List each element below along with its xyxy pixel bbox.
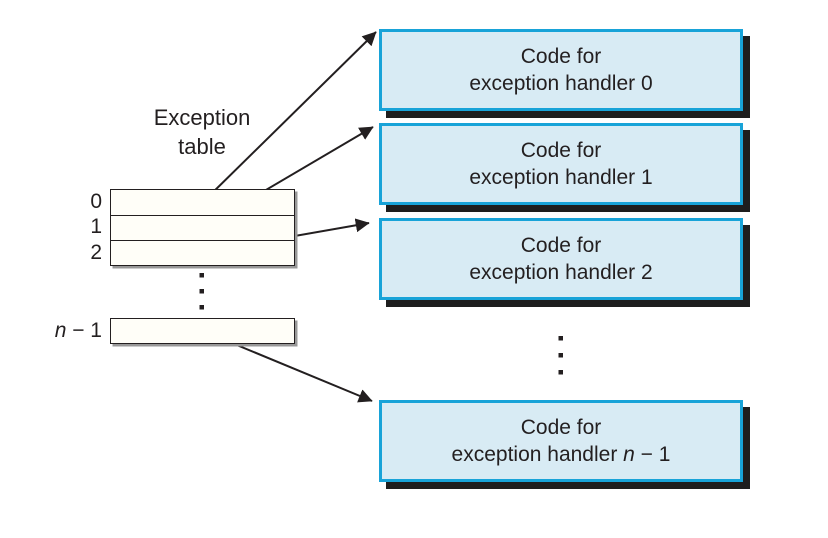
- table-entry-row-n-minus-1: [110, 318, 295, 344]
- row-label-suffix: − 1: [66, 319, 102, 342]
- exception-table-title: Exception table: [108, 103, 296, 161]
- handler-1-line-2: exception handler 1: [469, 166, 653, 189]
- row-label-variable: n: [54, 319, 67, 342]
- handler-n-line-1: Code for: [520, 416, 602, 439]
- handler-box-0: Code for exception handler 0: [379, 29, 743, 111]
- handler-2-line-2: exception handler 2: [469, 261, 653, 284]
- table-entry-row-2: [111, 240, 294, 265]
- table-vertical-ellipsis: [199, 273, 204, 310]
- handler-n-line-2: exception handler n − 1: [452, 441, 671, 468]
- handler-2-line-1: Code for: [520, 234, 602, 257]
- handler-box-1: Code for exception handler 1: [379, 123, 743, 205]
- handler-0-line-1: Code for: [520, 45, 602, 68]
- handler-n-line-2-prefix: exception handler: [451, 443, 624, 466]
- handler-0-line-2: exception handler 0: [469, 72, 653, 95]
- table-entry-row-1: [111, 215, 294, 240]
- handler-box-n-minus-1: Code for exception handler n − 1: [379, 400, 743, 482]
- handler-n-line-2-variable: n: [623, 443, 635, 466]
- table-entry-row-0: [111, 190, 294, 215]
- handlers-vertical-ellipsis: [558, 336, 563, 375]
- handler-1-line-1: Code for: [520, 139, 602, 162]
- row-label-2: 2: [90, 241, 102, 264]
- handler-n-line-2-suffix: − 1: [634, 443, 671, 466]
- row-label-0: 0: [90, 190, 102, 213]
- exception-table: [110, 189, 295, 266]
- row-label-n-minus-1: n − 1: [36, 318, 102, 344]
- title-line-1: Exception: [153, 105, 251, 130]
- title-line-2: table: [178, 134, 226, 159]
- row-label-1: 1: [90, 215, 102, 238]
- handler-box-2: Code for exception handler 2: [379, 218, 743, 300]
